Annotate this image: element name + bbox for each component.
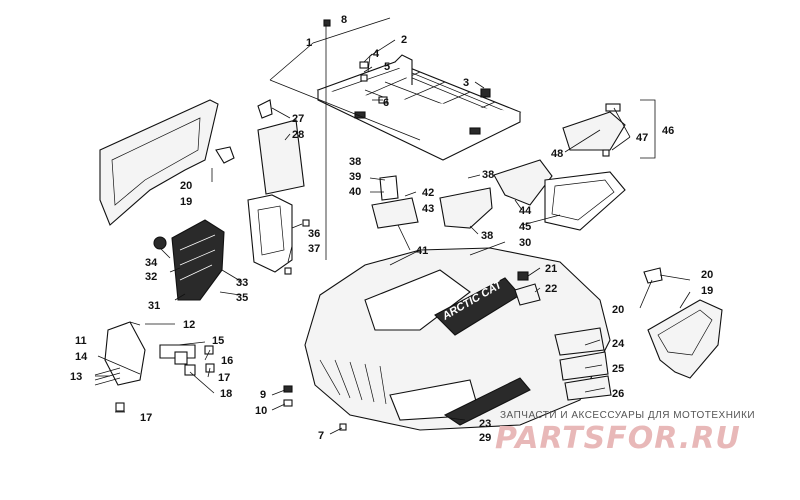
callout-19b: 19 <box>701 285 713 297</box>
leader-lines <box>95 17 691 435</box>
callout-26: 26 <box>612 388 624 400</box>
callout-13: 13 <box>70 371 82 383</box>
callout-38c: 38 <box>481 230 493 242</box>
callout-22: 22 <box>545 283 557 295</box>
callout-28: 28 <box>292 129 304 141</box>
callout-36: 36 <box>308 228 320 240</box>
callout-42: 42 <box>422 187 434 199</box>
watermark-brand: PARTSFOR.RU <box>495 421 741 456</box>
callout-32: 32 <box>145 271 157 283</box>
callout-8: 8 <box>341 14 347 26</box>
callout-38a: 38 <box>349 156 361 168</box>
callout-21: 21 <box>545 263 557 275</box>
mud-flap-panels <box>257 99 305 195</box>
callout-23: 23 <box>479 418 491 430</box>
callout-37: 37 <box>308 243 320 255</box>
callout-19a: 19 <box>180 196 192 208</box>
callout-48: 48 <box>551 148 563 160</box>
callout-27: 27 <box>292 113 304 125</box>
callout-25: 25 <box>612 363 624 375</box>
callout-1: 1 <box>306 37 312 49</box>
callout-38b: 38 <box>482 169 494 181</box>
callout-15: 15 <box>212 335 224 347</box>
callout-24: 24 <box>612 338 625 350</box>
callout-45: 45 <box>519 221 531 233</box>
callout-40: 40 <box>349 186 361 198</box>
callout-17b: 17 <box>140 412 152 424</box>
watermark-tagline: ЗАПЧАСТИ И АКСЕССУАРЫ ДЛЯ МОТОТЕХНИКИ <box>500 410 755 421</box>
headlight-assembly <box>94 321 215 412</box>
callout-5: 5 <box>384 61 390 73</box>
callout-47: 47 <box>636 132 648 144</box>
callout-41: 41 <box>416 245 428 257</box>
callout-17a: 17 <box>218 372 230 384</box>
rear-rack <box>316 54 522 161</box>
callout-16: 16 <box>221 355 233 367</box>
callout-34: 34 <box>145 257 158 269</box>
callout-39: 39 <box>349 171 361 183</box>
callout-3: 3 <box>463 77 469 89</box>
callout-35: 35 <box>236 292 248 304</box>
right-side-panels <box>554 327 612 401</box>
callout-20c: 20 <box>612 304 624 316</box>
callout-29: 29 <box>479 432 491 444</box>
callout-12: 12 <box>183 319 195 331</box>
callout-43: 43 <box>422 203 434 215</box>
callout-4: 4 <box>373 48 380 60</box>
callout-numbers: 1 2 3 4 5 6 7 8 9 10 11 12 13 14 15 16 1… <box>70 14 713 444</box>
callout-20b: 20 <box>701 269 713 281</box>
storage-cover <box>562 103 626 157</box>
callout-33: 33 <box>236 277 248 289</box>
right-front-fender <box>643 267 723 379</box>
callout-18: 18 <box>220 388 232 400</box>
callout-31: 31 <box>148 300 160 312</box>
callout-30: 30 <box>519 237 531 249</box>
callout-11: 11 <box>75 335 87 347</box>
callout-46: 46 <box>662 125 674 137</box>
callout-2: 2 <box>401 34 407 46</box>
callout-14: 14 <box>75 351 88 363</box>
misc-hardware <box>283 219 541 431</box>
callout-6: 6 <box>383 97 389 109</box>
callout-20a: 20 <box>180 180 192 192</box>
callout-44: 44 <box>519 205 532 217</box>
left-rear-fender <box>99 99 235 226</box>
storage-box-parts <box>371 159 626 231</box>
callout-9: 9 <box>260 389 266 401</box>
callout-10: 10 <box>255 405 267 417</box>
callout-7: 7 <box>318 430 324 442</box>
left-side-panel <box>153 194 293 301</box>
